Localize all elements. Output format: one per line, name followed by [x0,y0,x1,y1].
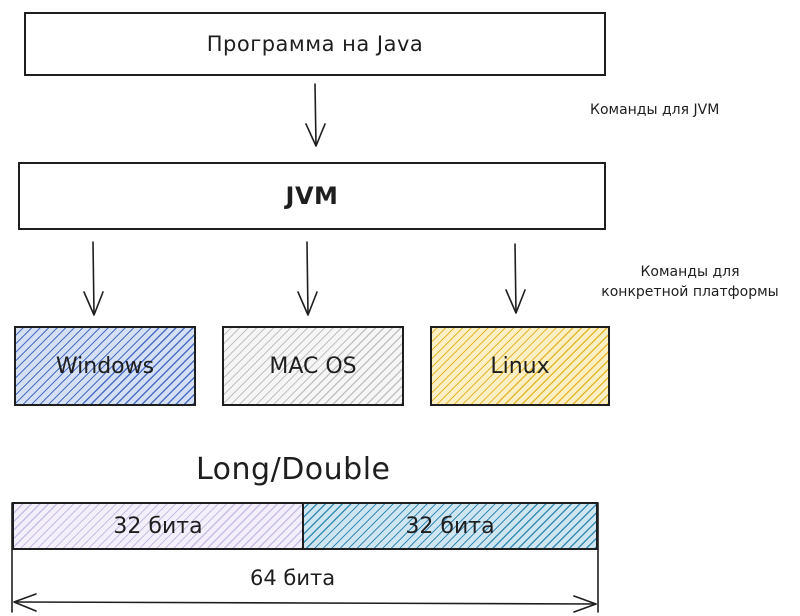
note-jvm-commands: Команды для JVM [590,100,719,120]
platform-macos-label: MAC OS [269,353,357,379]
java-program-label: Программа на Java [206,32,424,56]
platform-windows-box: Windows [14,326,196,406]
arrow-64-bits-span [11,502,599,613]
platform-linux-box: Linux [430,326,610,406]
long-double-title: Long/Double [196,452,391,487]
total-bits-text: 64 бита [250,566,336,590]
arrow-jvm-to-macos [297,241,318,316]
arrow-jvm-to-windows [83,241,104,316]
segment-right-32bit: 32 бита [302,502,598,550]
segment-left-32bit: 32 бита [12,502,304,550]
total-bits-label: 64 бита [250,566,335,590]
note-platform-commands-line1: Команды для [640,264,740,280]
platform-windows-label: Windows [55,353,155,379]
platform-linux-label: Linux [490,353,550,379]
segment-left-label: 32 бита [113,513,203,539]
jvm-label: JVM [285,182,339,210]
arrow-jvm-to-linux [505,243,526,314]
arrow-program-to-jvm [305,83,326,147]
note-jvm-commands-text: Команды для JVM [590,102,720,118]
segment-right-label: 32 бита [405,513,495,539]
platform-macos-box: MAC OS [222,326,404,406]
note-platform-commands: Команды для конкретной платформы [588,262,792,302]
jvm-box: JVM [18,162,606,230]
java-program-box: Программа на Java [24,12,606,76]
note-platform-commands-line2: конкретной платформы [601,284,779,300]
long-double-title-text: Long/Double [196,452,391,487]
